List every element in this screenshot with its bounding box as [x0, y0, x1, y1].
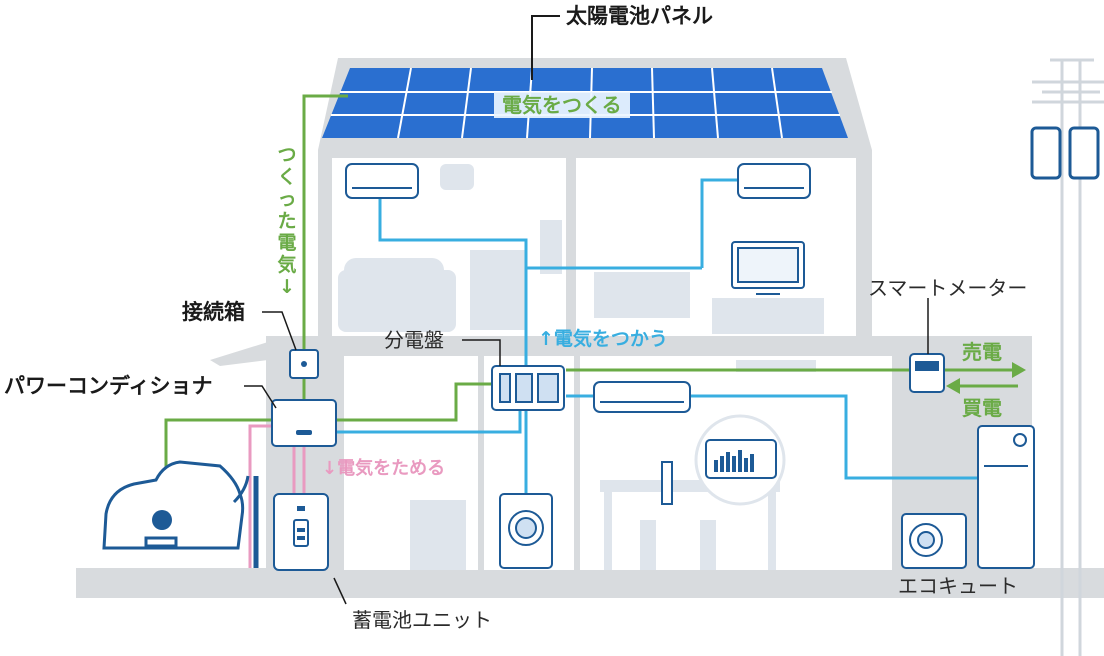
power-conditioner-icon — [271, 399, 337, 447]
air-conditioner-icon — [345, 163, 811, 413]
television-icon — [731, 241, 805, 295]
power-conditioner-label: パワーコンディショナ — [4, 374, 213, 398]
battery-callout — [333, 577, 347, 605]
smart-meter-icon — [909, 353, 945, 393]
store-electricity-label: ↓電気をためる — [322, 458, 446, 479]
junction-box-icon — [289, 349, 319, 379]
smart-meter-label: スマートメーター — [868, 276, 1028, 300]
storage-line — [248, 424, 306, 568]
junction-box-callout — [262, 311, 297, 351]
router-icon — [661, 461, 673, 505]
solar-panel-label: 太陽電池パネル — [566, 4, 713, 28]
sell-arrow-icon — [1012, 362, 1026, 378]
buy-arrow-icon — [946, 378, 960, 394]
battery-icon — [273, 493, 329, 571]
solar-panel-callout — [531, 15, 560, 80]
utility-pole-icon — [1030, 58, 1104, 656]
distribution-board-icon — [491, 365, 565, 411]
sell-label: 売電 — [962, 340, 1002, 364]
generated-flow-label: つくった電気↓ — [277, 144, 297, 298]
battery-unit-label: 蓄電池ユニット — [352, 608, 492, 632]
distribution-board-label: 分電盤 — [384, 328, 444, 352]
ground — [76, 568, 1104, 598]
ecocute-label: エコキュート — [898, 574, 1018, 598]
washing-machine-icon — [499, 493, 553, 569]
junction-box-label: 接続箱 — [182, 300, 245, 324]
power-conditioner-callout — [244, 385, 277, 409]
electric-car-icon — [102, 460, 250, 550]
make-electricity-label: 電気をつくる — [494, 92, 630, 118]
heat-pump-icon — [901, 425, 1035, 569]
distribution-board-callout — [462, 339, 501, 366]
energy-monitor-icon — [694, 414, 786, 506]
buy-label: 買電 — [962, 396, 1002, 420]
use-electricity-label: ↑電気をつかう — [538, 328, 668, 350]
